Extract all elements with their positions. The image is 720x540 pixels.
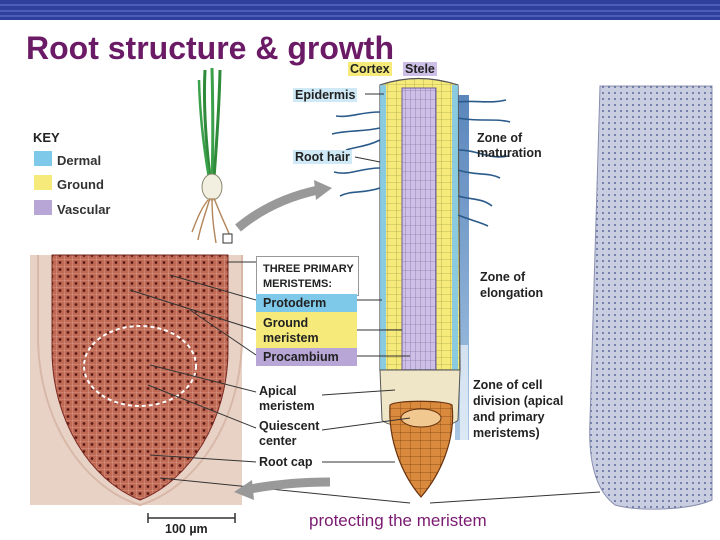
apical-meristem-line1: Apical — [259, 384, 297, 398]
zone-division-line1: Zone of cell — [473, 378, 542, 392]
back-arrow — [245, 482, 330, 490]
zone-division-line4: meristems) — [473, 426, 540, 440]
zone-elongation-line1: Zone of — [480, 270, 525, 284]
ground-label: Ground — [57, 177, 104, 192]
apical-meristem-line2: meristem — [259, 399, 315, 413]
cortex-label: Cortex — [348, 62, 392, 76]
root-hair-label: Root hair — [293, 150, 352, 164]
vascular-swatch — [34, 200, 52, 215]
zone-maturation-line1: Zone of — [477, 131, 522, 145]
zone-division-line3: and primary — [473, 410, 545, 424]
zone-division-line2: division (apical — [473, 394, 563, 408]
zone-maturation-line2: maturation — [477, 146, 542, 160]
root-cap-label: Root cap — [259, 455, 312, 469]
micrograph-blue-root — [590, 86, 712, 509]
quiescent-center-line2: center — [259, 434, 297, 448]
vascular-label: Vascular — [57, 202, 111, 217]
protoderm-label: Protoderm — [263, 296, 326, 310]
meristems-heading-line2: MERISTEMS: — [263, 277, 332, 291]
dermal-label: Dermal — [57, 153, 101, 168]
epidermis-label: Epidermis — [293, 88, 357, 102]
slide-title: Root structure & growth — [26, 30, 394, 67]
ground-swatch — [34, 175, 52, 190]
ground-meristem-line2: meristem — [263, 331, 319, 345]
ground-meristem-line1: Ground — [263, 316, 308, 330]
stele-label: Stele — [403, 62, 437, 76]
caption-text: protecting the meristem — [309, 511, 487, 531]
meristems-heading-line1: THREE PRIMARY — [263, 262, 354, 276]
key-title: KEY — [33, 130, 60, 145]
procambium-label: Procambium — [263, 350, 339, 364]
dermal-swatch — [34, 151, 52, 166]
seedling-drawing — [192, 68, 232, 243]
quiescent-center-line1: Quiescent — [259, 419, 319, 433]
zoom-arrow — [238, 190, 318, 228]
zone-elongation-line2: elongation — [480, 286, 543, 300]
scale-bar-label: 100 µm — [165, 522, 208, 536]
